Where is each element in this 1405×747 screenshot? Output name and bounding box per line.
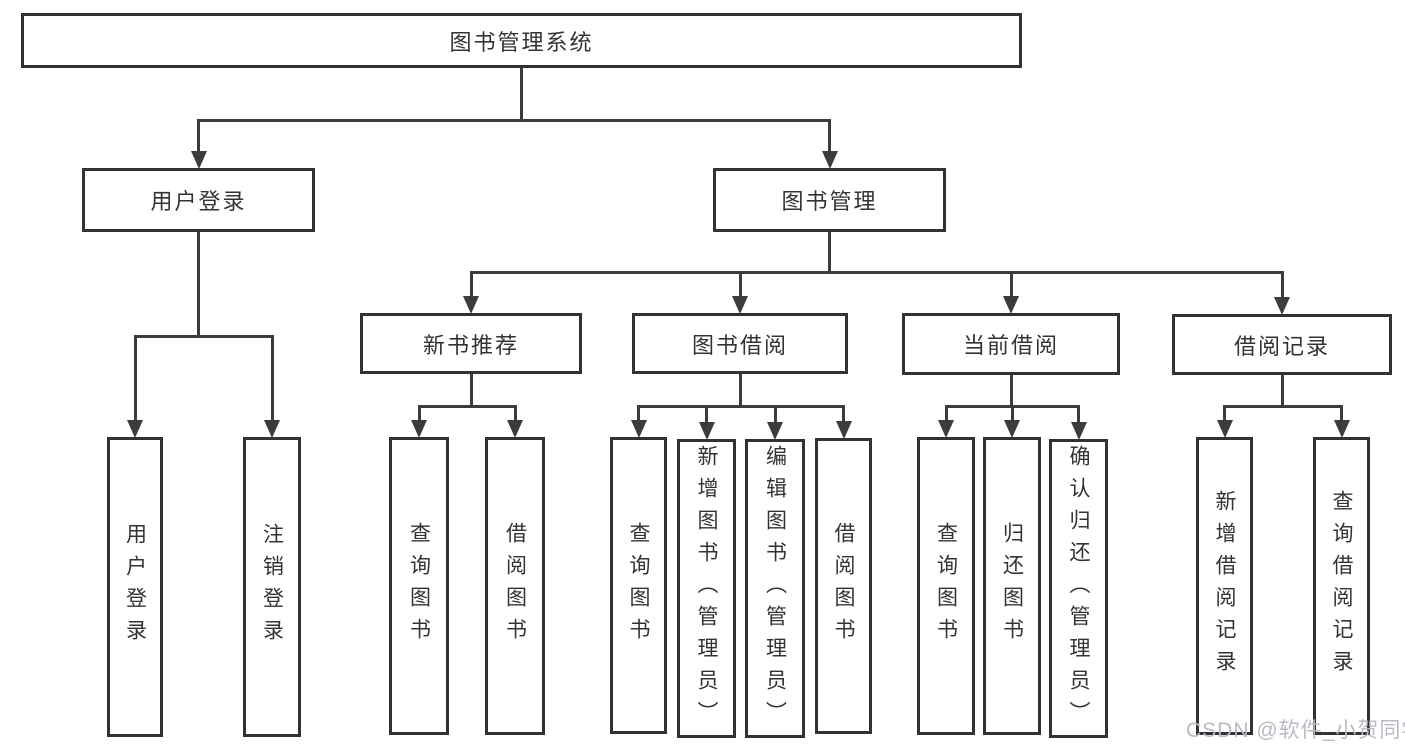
node-label: 当前借阅 (962, 333, 1059, 358)
node-label: 用户登录 (150, 189, 247, 214)
node-label: 查询图书 (407, 522, 431, 650)
connector-line (197, 120, 200, 152)
node-label: 查询图书 (934, 522, 958, 650)
arrowhead-down-icon (821, 151, 838, 169)
connector-line (417, 406, 421, 421)
connector-line (1077, 406, 1080, 423)
node-book-mgmt: 图书管理 (713, 168, 946, 232)
connector-line (469, 374, 473, 406)
arrowhead-down-icon (1333, 420, 1350, 438)
arrowhead-down-icon (1070, 422, 1087, 440)
arrowhead-down-icon (630, 420, 647, 438)
node-root: 图书管理系统 (21, 13, 1022, 68)
connector-line (944, 406, 948, 421)
node-label: 新增借阅记录 (1213, 490, 1236, 682)
node-label: 新书推荐 (422, 332, 519, 358)
node-label: 借阅记录 (1233, 333, 1330, 359)
arrowhead-down-icon (698, 422, 715, 440)
arrowhead-down-icon (1274, 297, 1290, 315)
connector-line (1009, 272, 1013, 297)
connector-line (773, 406, 777, 423)
node-query-book-current: 查询图书 (917, 437, 975, 735)
connector-line (705, 406, 708, 423)
node-label: 查询借阅记录 (1330, 490, 1353, 682)
watermark: CSDN @软件_小贺同学 (1186, 719, 1405, 742)
arrowhead-down-icon (1003, 296, 1019, 314)
node-label: 借阅图书 (832, 522, 855, 650)
connector-line (1010, 406, 1014, 421)
node-query-book-borrow: 查询图书 (610, 437, 667, 734)
connector-line (1280, 272, 1284, 298)
node-add-book-admin: 新增图书（管理员） (677, 439, 736, 738)
connector-line (270, 336, 274, 421)
connector-line (1223, 404, 1343, 408)
node-label: 注销登录 (260, 523, 284, 651)
arrowhead-down-icon (1216, 420, 1233, 438)
node-label: 用户登录 (123, 523, 147, 651)
node-label: 图书管理 (781, 189, 878, 214)
connector-line (637, 406, 640, 421)
arrowhead-down-icon (463, 296, 479, 314)
connector-line (738, 272, 742, 297)
node-label: 查询图书 (627, 521, 650, 650)
node-add-borrow-record: 新增借阅记录 (1196, 437, 1253, 735)
node-label: 图书借阅 (691, 332, 788, 358)
connector-line (1340, 406, 1343, 421)
connector-line (828, 232, 831, 272)
connector-line (828, 120, 831, 152)
arrowhead-down-icon (767, 422, 783, 440)
node-logout: 注销登录 (243, 437, 301, 737)
connector-line (637, 404, 845, 408)
connector-line (1280, 375, 1284, 406)
arrowhead-down-icon (835, 421, 852, 439)
arrowhead-down-icon (190, 151, 207, 169)
connector-line (133, 334, 274, 338)
connector-line (1009, 375, 1013, 406)
node-new-book-rec: 新书推荐 (360, 313, 582, 374)
connector-line (417, 404, 517, 408)
node-borrow-records: 借阅记录 (1172, 314, 1392, 375)
node-borrow-book: 借阅图书 (815, 438, 872, 734)
arrowhead-down-icon (1004, 420, 1020, 438)
connector-line (133, 336, 137, 421)
node-label: 编辑图书（管理员） (763, 444, 787, 733)
node-user-login: 用户登录 (82, 168, 315, 232)
connector-line (520, 68, 523, 120)
connector-line (197, 232, 200, 336)
node-query-book-recommend: 查询图书 (389, 437, 449, 735)
connector-line (469, 272, 473, 297)
node-book-borrow: 图书借阅 (632, 313, 848, 374)
node-login: 用户登录 (107, 437, 163, 737)
node-borrow-book-recommend: 借阅图书 (485, 437, 545, 735)
node-label: 确认归还（管理员） (1067, 444, 1090, 733)
node-label: 新增图书（管理员） (695, 444, 718, 733)
connector-line (197, 118, 831, 122)
connector-line (738, 374, 742, 406)
arrowhead-down-icon (938, 420, 954, 438)
arrowhead-down-icon (507, 420, 523, 438)
connector-line (513, 406, 517, 421)
node-query-borrow-record: 查询借阅记录 (1313, 437, 1370, 735)
node-edit-book-admin: 编辑图书（管理员） (745, 439, 805, 738)
arrowhead-down-icon (732, 296, 748, 314)
connector-line (1223, 406, 1226, 421)
connector-line (842, 406, 845, 422)
node-label: 图书管理系统 (449, 29, 594, 55)
connector-line (469, 270, 1284, 274)
node-confirm-return-admin: 确认归还（管理员） (1049, 439, 1108, 738)
arrowhead-down-icon (127, 420, 143, 438)
node-label: 归还图书 (1000, 522, 1024, 650)
node-current-borrow: 当前借阅 (902, 313, 1120, 375)
node-label: 借阅图书 (503, 522, 527, 650)
arrowhead-down-icon (264, 420, 280, 438)
arrowhead-down-icon (411, 420, 427, 438)
node-return-book: 归还图书 (983, 437, 1041, 735)
